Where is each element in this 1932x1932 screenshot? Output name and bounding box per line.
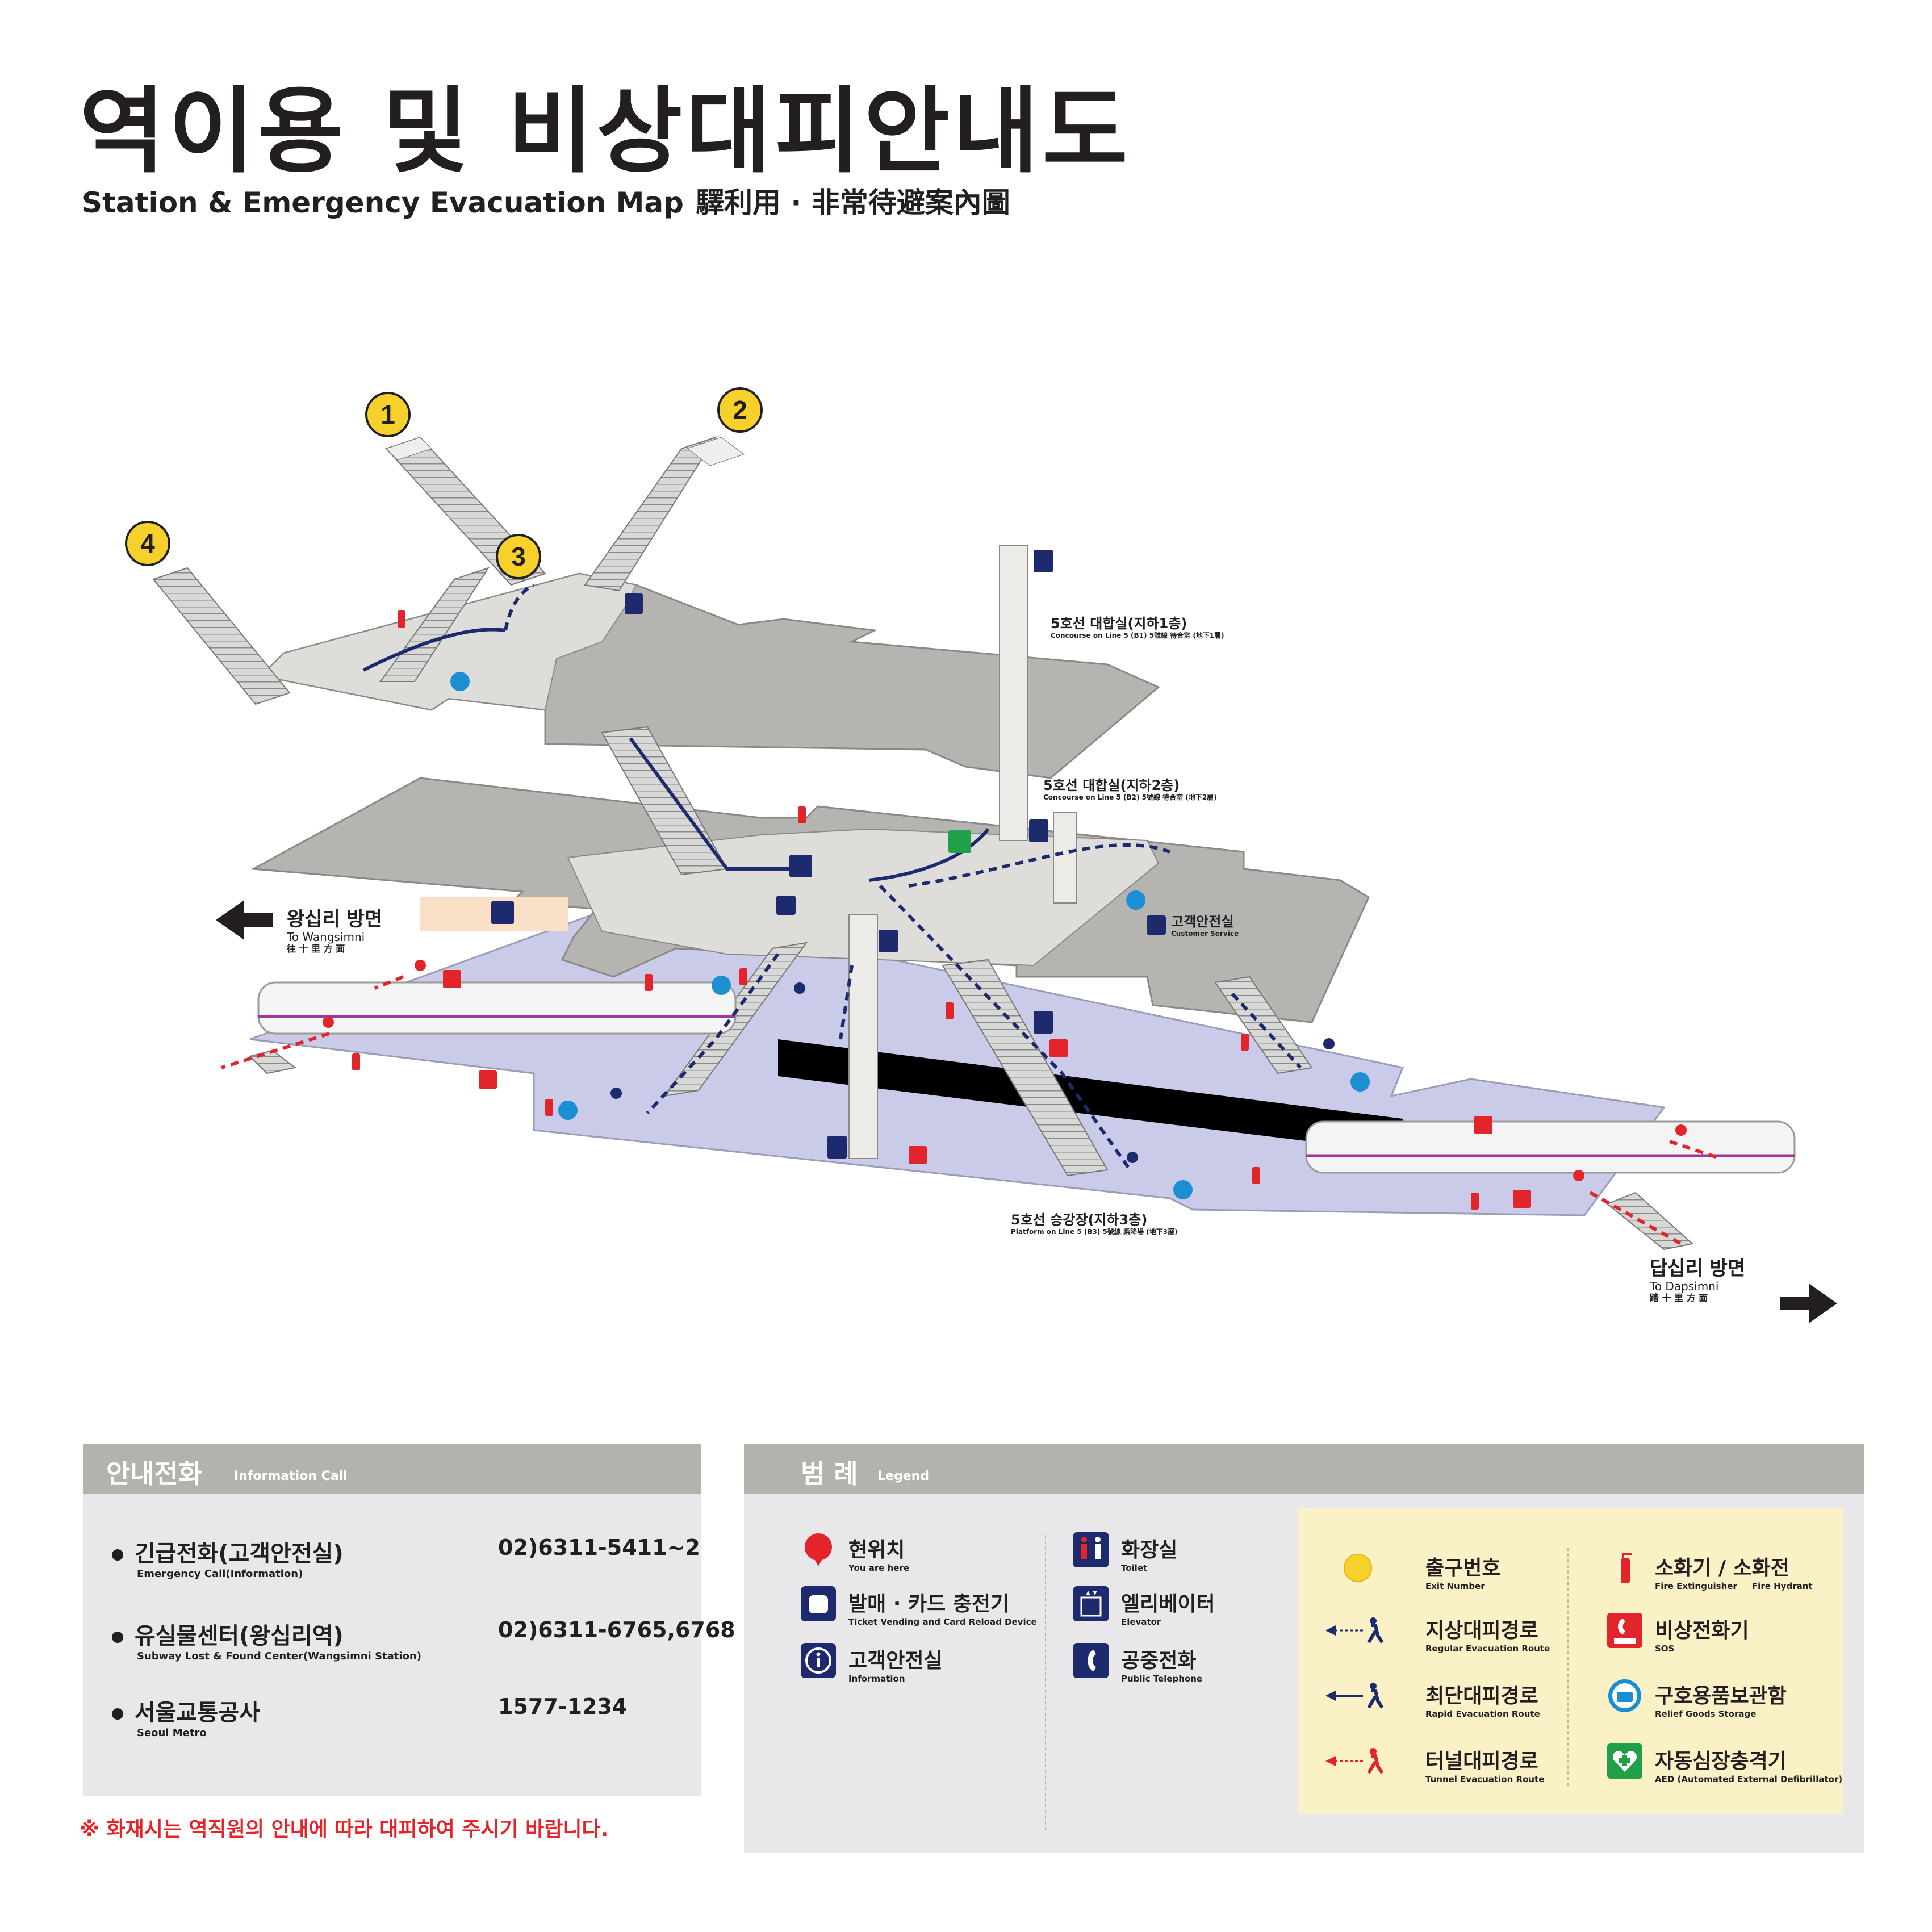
exit-2-marker: 2	[717, 387, 763, 433]
tunnel-evacuation-route	[221, 975, 1721, 1245]
exit-1-marker: 1	[365, 392, 411, 437]
phone-number: 02)6311-5411~2	[498, 1535, 700, 1560]
train-left	[257, 981, 737, 1035]
information-icon	[776, 896, 1166, 935]
exit-3-marker: 3	[496, 534, 541, 579]
rapid-evacuation-icon	[1325, 1683, 1384, 1709]
direction-wangsimni: 왕십리 방면 To Wangsimni 往 十 里 方 面	[287, 908, 383, 955]
information-icon	[801, 1643, 836, 1678]
direction-arrow-right	[1780, 1283, 1837, 1323]
info-call-panel: 안내전화 Information Call 긴급전화(고객안전실) Emerge…	[83, 1444, 735, 1796]
train-right	[1305, 1120, 1796, 1174]
level-label-b1: 5호선 대합실(지하1층) Concourse on Line 5 (B1) 5…	[1051, 616, 1224, 639]
ticket-vending-icon	[789, 855, 812, 877]
fire-extinguisher-icon	[1621, 1553, 1632, 1583]
phone-number: 02)6311-6765,6768	[498, 1617, 735, 1642]
exit-4-marker: 4	[125, 521, 170, 566]
you-are-here-icon	[805, 1533, 832, 1566]
direction-arrow-left	[216, 900, 273, 940]
station-map: 1 2 3 4	[125, 387, 1837, 1323]
page-title: 역이용 및 비상대피안내도	[80, 77, 1131, 186]
sos-icon	[1607, 1613, 1642, 1648]
phone-number: 1577-1234	[498, 1694, 628, 1719]
legend-header: 범 례 Legend	[744, 1444, 1864, 1494]
elevator-icon	[827, 550, 1053, 1159]
svg-text:3: 3	[511, 542, 526, 571]
legend-divider	[1045, 1535, 1046, 1830]
evacuee-figures	[323, 960, 1687, 1181]
concourse-b1	[259, 572, 1160, 779]
level-label-b2: 5호선 대합실(지하2층) Concourse on Line 5 (B2) 5…	[1043, 777, 1217, 801]
fire-extinguisher-icon	[352, 610, 1479, 1210]
direction-dapsimni: 답십리 방면 To Dapsimni 踏 十 里 方 面	[1650, 1257, 1746, 1304]
customer-service-label: 고객안전실 Customer Service	[1171, 914, 1239, 938]
rapid-evacuation-route	[362, 628, 990, 882]
page-subtitle-english: Station & Emergency Evacuation Map	[82, 186, 684, 219]
regular-evacuation-icon	[1325, 1617, 1384, 1644]
info-call-header: 안내전화 Information Call	[83, 1444, 701, 1494]
legend-divider	[1567, 1548, 1569, 1786]
stair-exit-3	[379, 567, 490, 682]
regular-evacuation-route	[504, 583, 1302, 1171]
relief-goods-icon	[450, 672, 1370, 1199]
svg-text:4: 4	[140, 529, 155, 558]
ticket-vending-icon	[801, 1586, 836, 1621]
svg-text:2: 2	[733, 395, 747, 425]
public-telephone-icon	[625, 593, 643, 614]
escalator-exit-4	[152, 567, 291, 705]
concourse-b2	[250, 777, 1370, 1023]
level-label-b3: 5호선 승강장(지하3층) Platform on Line 5 (B3) 5號…	[1011, 1212, 1178, 1236]
info-call-item: 유실물센터(왕십리역) Subway Lost & Found Center(W…	[112, 1617, 735, 1662]
sos-icon	[443, 970, 1531, 1208]
stair-exit-2	[584, 436, 745, 592]
aed-icon	[948, 830, 971, 853]
relief-goods-icon	[1608, 1679, 1641, 1712]
info-call-item: 서울교통공사 Seoul Metro 1577-1234	[112, 1694, 627, 1739]
info-call-item: 긴급전화(고객안전실) Emergency Call(Information) …	[112, 1535, 700, 1580]
elevator-shaft	[848, 545, 1077, 1159]
page-subtitle-hanja: 驛利用 · 非常待避案內圖	[696, 186, 1010, 219]
elevator-icon	[1073, 1586, 1109, 1621]
toilet-icon	[491, 901, 514, 924]
tunnel-evacuation-icon	[1325, 1748, 1384, 1774]
exit-number-icon	[1344, 1554, 1372, 1582]
fire-notice: ※ 화재시는 역직원의 안내에 따라 대피하여 주시기 바랍니다.	[80, 1818, 609, 1841]
public-telephone-icon	[1073, 1643, 1109, 1678]
aed-icon	[1607, 1743, 1642, 1779]
toilet-icon	[1073, 1532, 1109, 1567]
svg-text:1: 1	[380, 400, 395, 429]
